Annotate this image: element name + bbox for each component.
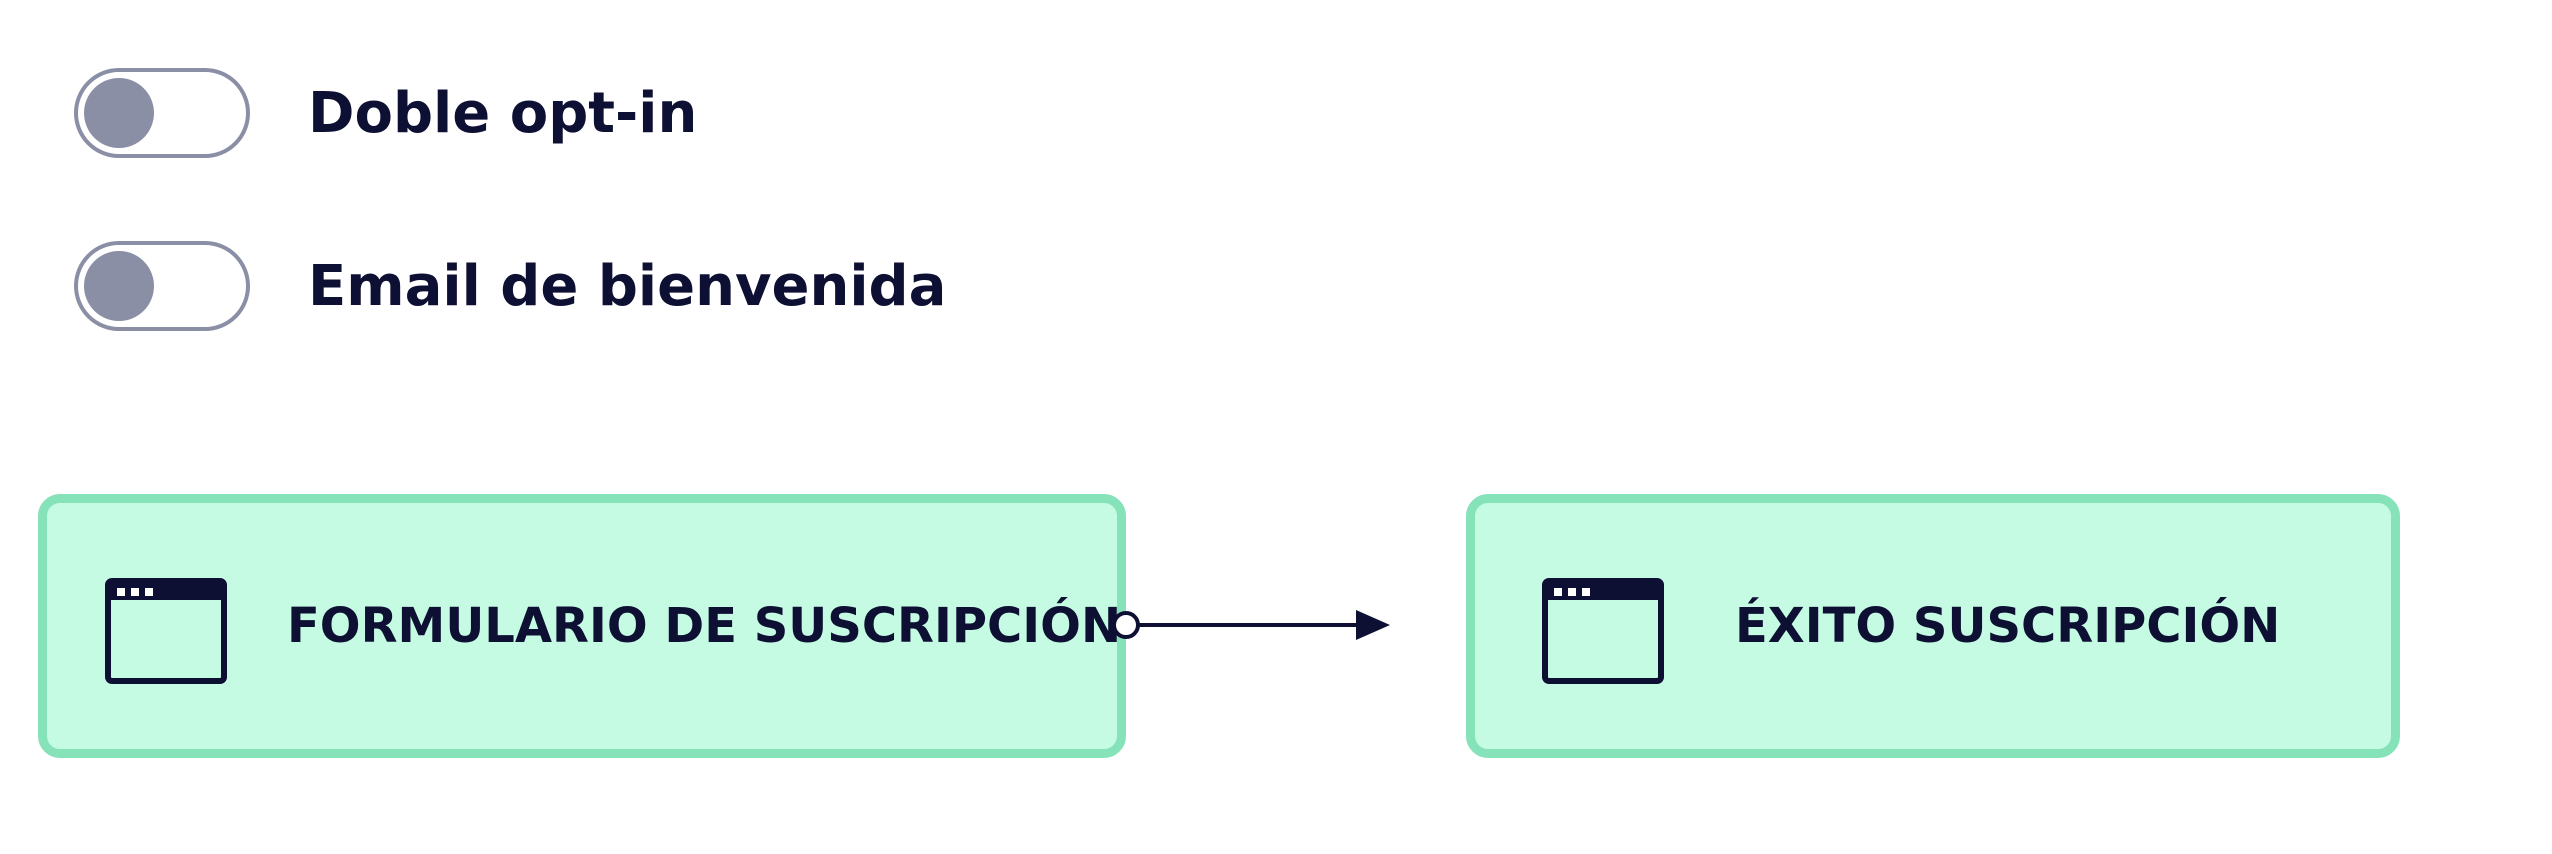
double-opt-in-label: Doble opt-in <box>308 80 698 146</box>
browser-window-icon <box>105 578 227 684</box>
flow-node-subscription-success[interactable]: ÉXITO SUSCRIPCIÓN <box>1466 494 2400 758</box>
flow-node-subscription-form[interactable]: FORMULARIO DE SUSCRIPCIÓN <box>38 494 1126 758</box>
arrow-head-icon <box>1356 610 1390 640</box>
flow-connector-arrow[interactable] <box>1100 600 1400 650</box>
welcome-email-label: Email de bienvenida <box>308 253 947 319</box>
connector-handle[interactable] <box>1112 611 1140 639</box>
welcome-email-toggle[interactable] <box>74 241 250 331</box>
toggle-row-welcome-email: Email de bienvenida <box>74 240 946 332</box>
browser-window-icon <box>1542 578 1664 684</box>
subscription-form-label: FORMULARIO DE SUSCRIPCIÓN <box>287 598 1122 654</box>
toggle-row-double-opt-in: Doble opt-in <box>74 67 697 159</box>
subscription-success-label: ÉXITO SUSCRIPCIÓN <box>1735 598 2281 654</box>
double-opt-in-toggle[interactable] <box>74 68 250 158</box>
